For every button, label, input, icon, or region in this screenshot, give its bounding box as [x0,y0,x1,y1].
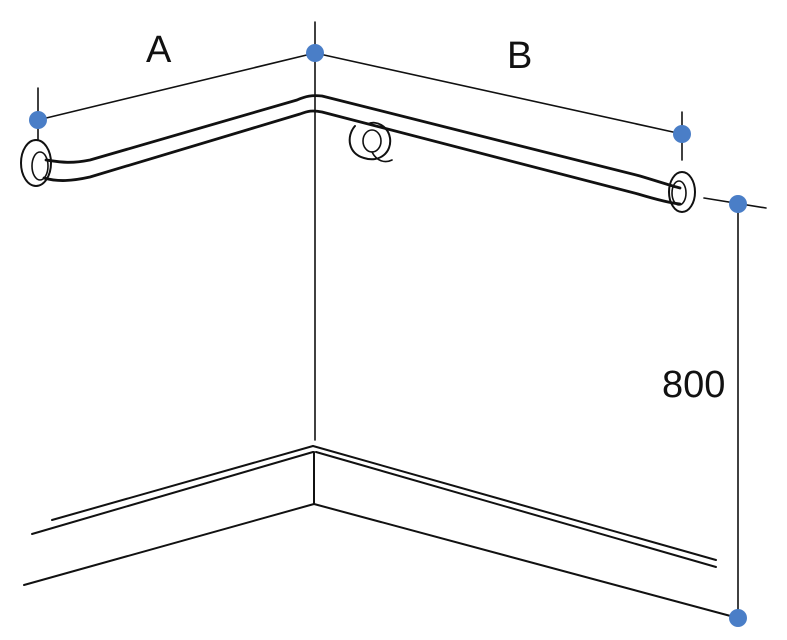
dot-marker-icon [729,195,747,213]
dot-marker-icon [673,125,691,143]
dimension-label-b: B [507,35,532,77]
dimension-label-a: A [146,29,172,71]
floor-baseboard [23,445,739,619]
dot-marker-icon [729,609,747,627]
middle-bracket-icon [348,121,393,163]
dot-marker-icon [306,44,324,62]
grab-bar-rail-upper [44,94,682,190]
height-label: 800 [662,364,725,406]
left-flange-icon [20,139,52,187]
dimension-line-a [37,52,316,121]
right-flange-icon [668,171,696,213]
grab-bar-rail-lower [42,109,682,206]
dot-marker-icon [29,111,47,129]
dimension-line-b [314,52,683,135]
